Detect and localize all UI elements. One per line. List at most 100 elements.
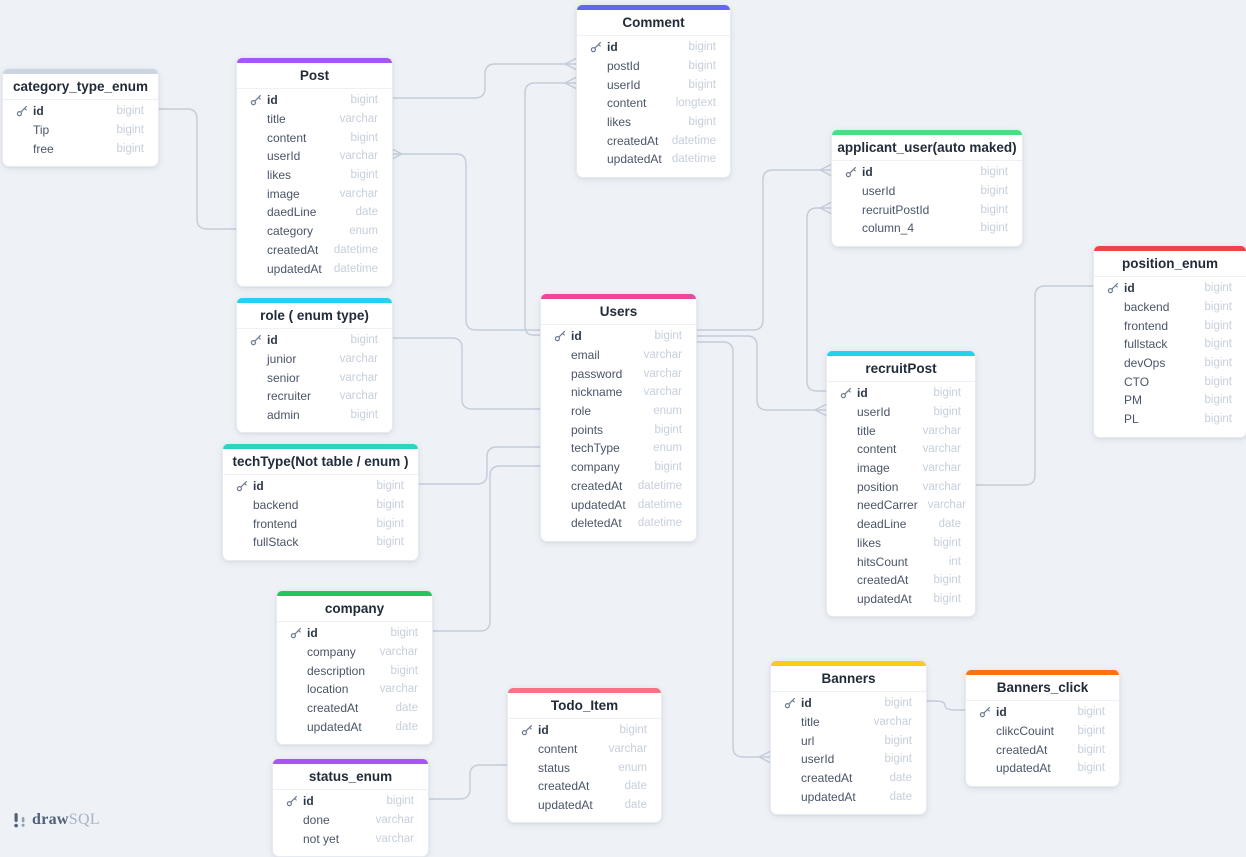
relationship-recruitPost.id-applicant_user.recruitPostId[interactable] [806,201,832,392]
relationship-Users.id-recruitPost.userId[interactable] [694,335,827,417]
relationship-techType.id-Users.techType[interactable] [416,446,541,485]
relationship-position_enum.id-recruitPost.position[interactable] [973,285,1094,486]
relationship-Users.id-applicant_user.id[interactable] [694,163,832,331]
relationship-company.id-Users.company[interactable] [430,465,541,632]
relationship-Users.id-Comment.userId[interactable] [524,76,577,336]
relationship-Post.id-Comment.postId[interactable] [390,57,577,99]
relationship-Banners.id-Banners_click.id[interactable] [924,700,966,711]
relationship-role.id-Users.role[interactable] [390,337,541,410]
drawsql-logo[interactable]: drawSQL [12,811,100,829]
relationship-Users.id-Post.userId[interactable] [390,147,541,331]
relationship-category_type_enum.id-Post.category[interactable] [156,108,237,230]
relationship-status_enum.id-Todo_Item.status[interactable] [426,764,508,800]
